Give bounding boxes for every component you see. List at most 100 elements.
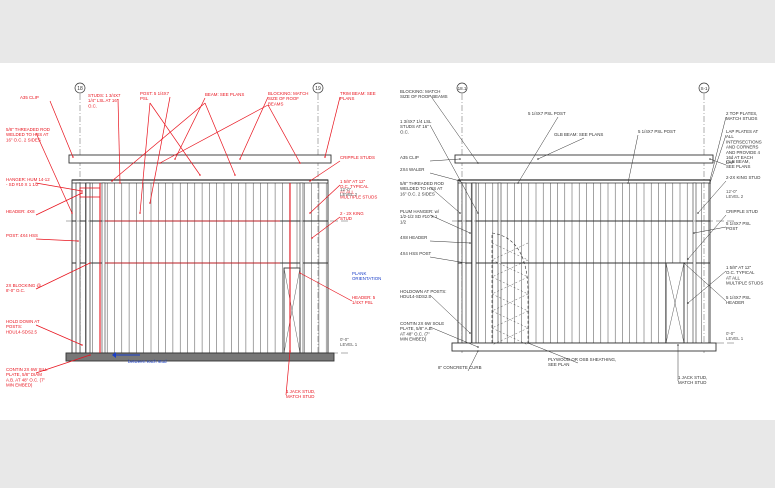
post (692, 182, 697, 344)
right-grid-label-b: S-1 (700, 86, 708, 91)
leader-dot (709, 158, 711, 160)
leader-line (709, 158, 727, 166)
leader-dot (697, 212, 699, 214)
leader-line (111, 102, 206, 182)
top-plates-label: 2 TOP PLATES,MATCH STUDS (726, 111, 757, 121)
leader-dot (459, 180, 461, 182)
leader-line (627, 134, 639, 184)
sheathing-outline (491, 232, 529, 343)
right-grid-bubble-b: S-1 (698, 82, 710, 94)
left-grid-bubble-a: 18 (74, 82, 86, 94)
leader-line (429, 214, 471, 234)
roof-beam (454, 154, 714, 164)
sheathing-diagonal (491, 242, 529, 261)
cripple-label: CRIPPLE STUDS (340, 155, 375, 160)
leader-dot (159, 162, 161, 164)
leader-line (709, 134, 727, 184)
header-4x8-label: 4X8 HEADER (400, 235, 427, 240)
leader-dot (469, 242, 471, 244)
leader-line (429, 240, 471, 244)
leader-dot (81, 192, 83, 194)
leader-line (467, 350, 479, 372)
psl-post-label: 5 1/4X7 PSL POST (528, 111, 566, 116)
leader-dot (527, 342, 529, 344)
post-hss-label: POST: 4X4 HSS (6, 233, 38, 238)
leader-line (149, 102, 201, 176)
leader-line (517, 116, 559, 184)
leader-dot (683, 262, 685, 264)
plywood-label: PLYWOOD OR OSB SHEATHING,SEE PLAN (548, 357, 616, 367)
beam-label: BEAM: SEE PLANS (205, 92, 244, 97)
leader-dot (693, 232, 695, 234)
leader-dot (687, 258, 689, 260)
door-diagonal (665, 262, 685, 344)
hss-post-label: 4X4 HSS POST (400, 251, 432, 256)
king-stud-label: 2-2X KING STUD (726, 175, 760, 180)
leader-dot (309, 180, 311, 182)
leader-line (35, 182, 83, 192)
a35-clip-label: A35 CLIP (20, 95, 39, 100)
level-1-marker: 0'-0"LEVEL 1 (340, 337, 358, 347)
leader-line (429, 124, 479, 214)
leader-dot (89, 354, 91, 356)
post (299, 182, 304, 354)
leader-line (309, 184, 341, 214)
header-label: HEADER: 4X8 (6, 209, 35, 214)
leader-dot (72, 156, 74, 158)
leader-line (35, 262, 91, 290)
sheathing-diagonal (491, 276, 529, 295)
leader-line (429, 186, 461, 214)
leader-dot (81, 344, 83, 346)
jack-stud-label: 1 JACK STUD,MATCH STUD (678, 375, 707, 385)
sheathing-diagonal (491, 327, 529, 346)
post (101, 182, 106, 354)
leader-line (527, 342, 579, 364)
leader-dot (469, 232, 471, 234)
leader-line (267, 104, 301, 164)
roof-beam (68, 154, 332, 164)
leader-line (299, 272, 353, 302)
leader-dot (89, 262, 91, 264)
leader-line (35, 192, 83, 216)
leader-line (117, 98, 121, 184)
level-2-marker: 12'-0"LEVEL 2 (340, 187, 358, 197)
leader-line (35, 132, 73, 214)
leader-line (429, 294, 471, 334)
leader-line (35, 324, 83, 346)
leader-dot (477, 212, 479, 214)
post (85, 182, 91, 354)
sheathing-diagonal (491, 259, 529, 278)
leader-line (687, 270, 727, 304)
sheathing-diagonal (491, 310, 529, 329)
leader-dot (309, 212, 311, 214)
a35-clip-label: A35 CLIP (400, 155, 419, 160)
sheathing-diagonal (491, 293, 529, 312)
cripple-stud-label: CRIPPLE STUD (726, 209, 758, 214)
sheathing-diagonal (491, 310, 529, 329)
sheathing-diagonal (491, 327, 529, 346)
left-grid-bubble-b: 19 (312, 82, 324, 94)
waler-label: 2X4 WALER (400, 167, 424, 172)
leader-dot (71, 212, 73, 214)
leader-line (149, 96, 171, 204)
post (497, 182, 502, 344)
leader-line (174, 97, 206, 160)
leader-dot (477, 350, 479, 352)
leader-dot (459, 158, 461, 160)
concrete-curb-label: 8" CONCRETE CURB (438, 365, 482, 370)
leader-dot (234, 174, 236, 176)
sheathing-diagonal (491, 242, 529, 261)
leader-dot (677, 344, 679, 346)
